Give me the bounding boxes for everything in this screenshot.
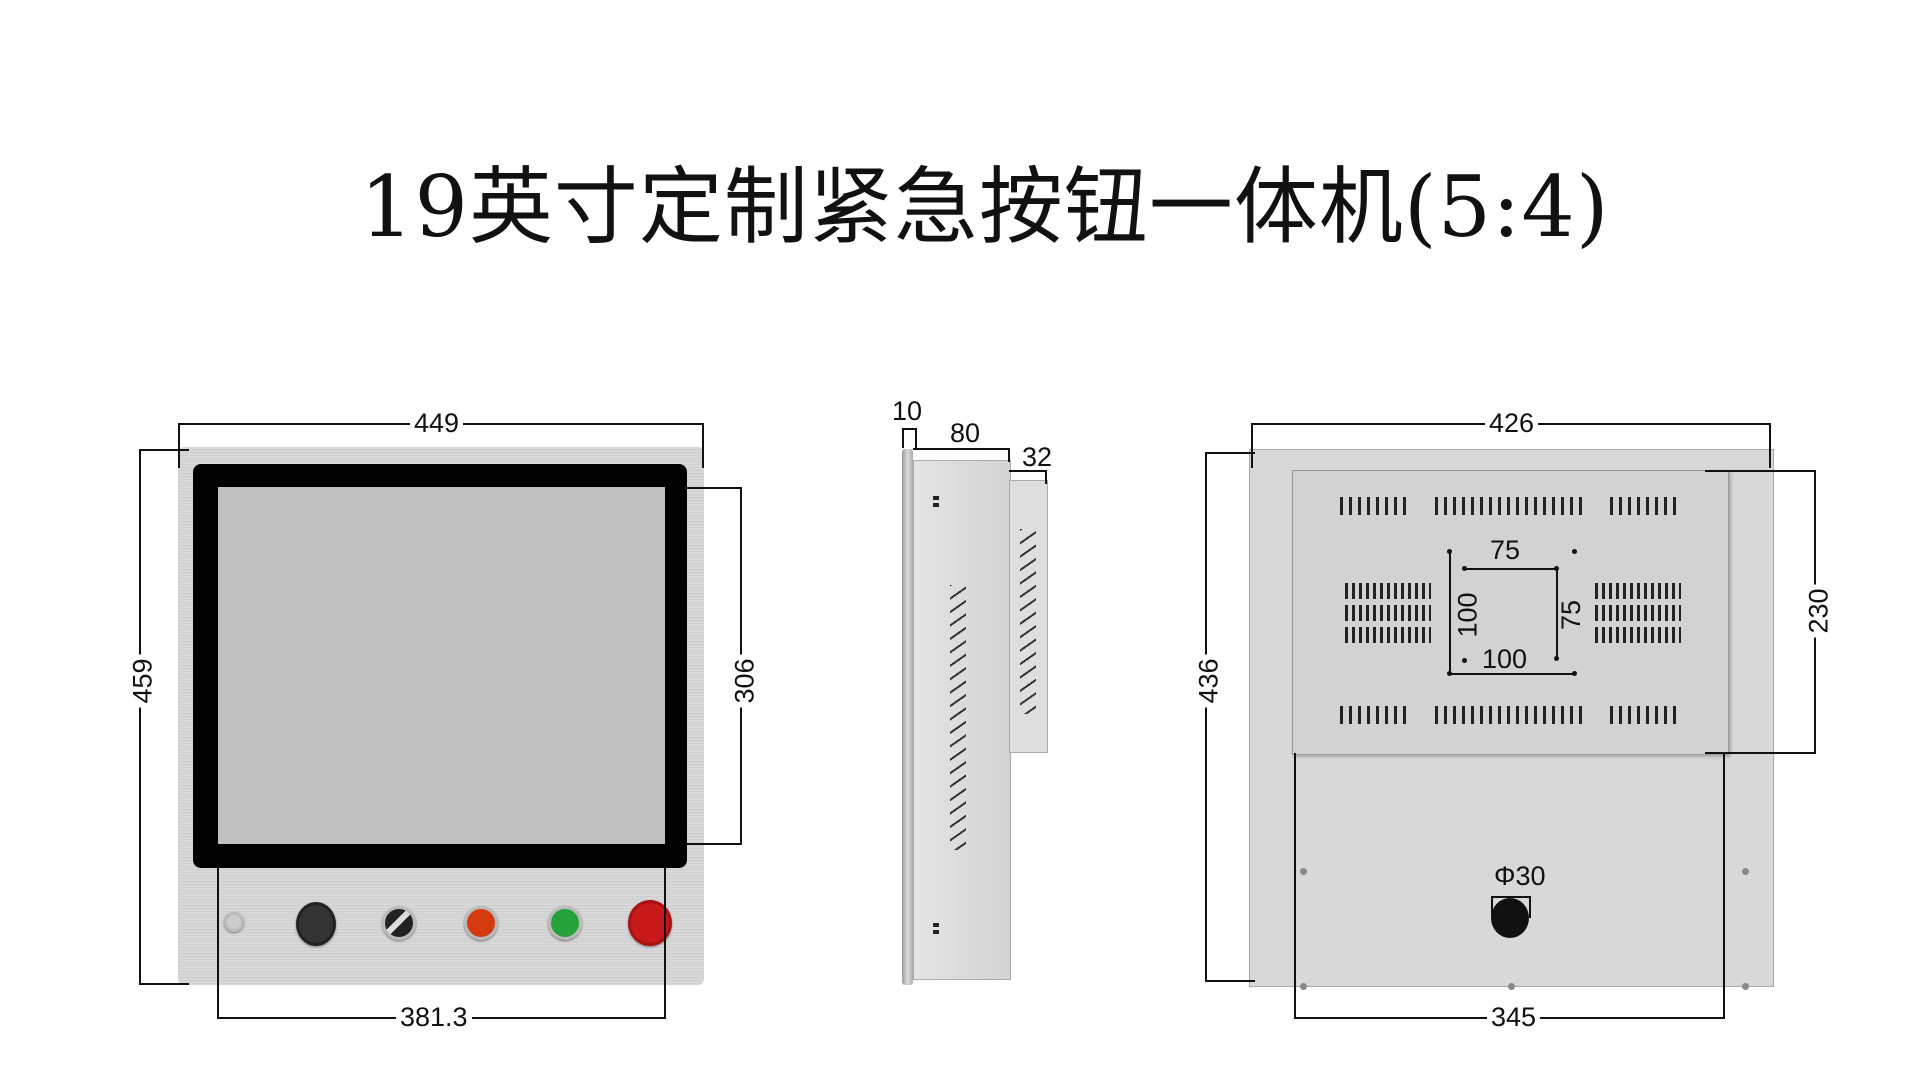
dim-screen-height: 306 (729, 654, 760, 708)
dim-back-width: 426 (1485, 408, 1539, 438)
dim-vesa-75-h: 75 (1490, 535, 1521, 565)
front-screen (218, 487, 665, 844)
dim-box-height: 230 (1803, 584, 1834, 638)
dim-hole: Φ30 (1494, 861, 1546, 891)
dim-back-height: 436 (1193, 654, 1224, 708)
red-button-icon (464, 906, 498, 940)
dim-vesa-100-h: 100 (1482, 644, 1528, 674)
dim-box-depth: 32 (1022, 442, 1053, 472)
dim-depth: 80 (950, 418, 981, 448)
side-box-vent (1020, 529, 1036, 714)
power-indicator-icon (224, 912, 244, 932)
dim-flange: 10 (892, 396, 923, 426)
usb-port-icon (296, 902, 336, 946)
dim-front-width: 449 (410, 408, 464, 438)
side-flange (902, 449, 913, 985)
side-body-vent (950, 585, 966, 850)
green-button-icon (548, 906, 582, 940)
dim-vesa-100-v: 100 (1452, 592, 1483, 638)
dim-front-height: 459 (127, 654, 158, 708)
selector-switch-icon (382, 906, 416, 940)
dim-screen-width: 381.3 (396, 1002, 472, 1032)
dim-vesa-75-v: 75 (1556, 599, 1587, 631)
dim-box-width: 345 (1487, 1002, 1541, 1032)
cable-hole (1491, 898, 1529, 938)
page-title: 19英寸定制紧急按钮一体机(5:4) (360, 158, 1610, 256)
